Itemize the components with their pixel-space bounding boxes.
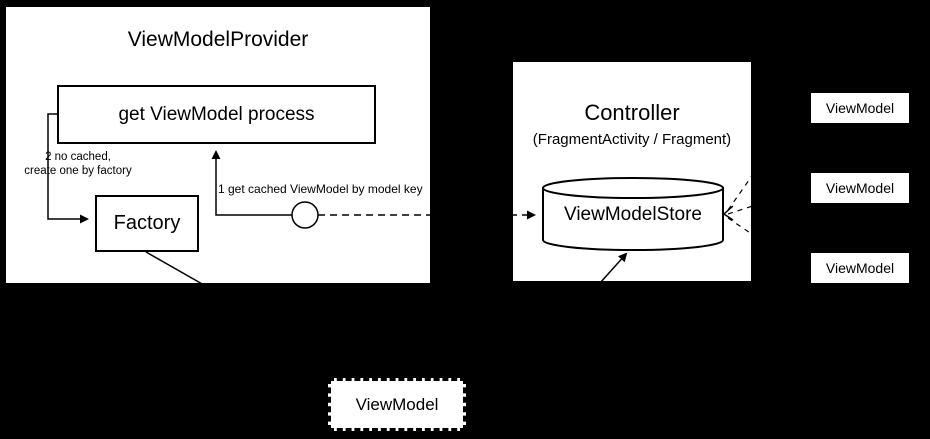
viewmodel-instance-box: ViewModel bbox=[811, 93, 909, 123]
controller-subtitle: (FragmentActivity / Fragment) bbox=[532, 131, 732, 148]
factory-box: Factory bbox=[95, 195, 199, 252]
viewmodel-instance-label: ViewModel bbox=[825, 260, 895, 276]
factory-label: Factory bbox=[113, 212, 181, 234]
new-viewmodel-label: ViewModel bbox=[355, 394, 439, 414]
viewmodel-instance-label: ViewModel bbox=[825, 100, 895, 116]
new-viewmodel-box: ViewModel bbox=[328, 378, 466, 431]
viewmodel-instance-box: ViewModel bbox=[811, 173, 909, 203]
viewmodelprovider-title: ViewModelProvider bbox=[127, 28, 309, 51]
no-cache-label-line1: 2 no cached, bbox=[45, 151, 111, 163]
get-cached-label: 1 get cached ViewModel by model key bbox=[218, 182, 423, 196]
no-cache-label: 2 no cached, create one by factory bbox=[14, 150, 142, 179]
no-cache-label-line2: create one by factory bbox=[24, 165, 132, 178]
viewmodel-instance-box: ViewModel bbox=[811, 253, 909, 283]
controller-title: Controller bbox=[584, 100, 680, 125]
get-viewmodel-process-label: get ViewModel process bbox=[118, 103, 315, 125]
get-viewmodel-process-box: get ViewModel process bbox=[57, 85, 376, 144]
viewmodel-instance-label: ViewModel bbox=[825, 180, 895, 196]
controller-box bbox=[513, 62, 751, 281]
viewmodelstore-label: ViewModelStore bbox=[563, 204, 702, 225]
